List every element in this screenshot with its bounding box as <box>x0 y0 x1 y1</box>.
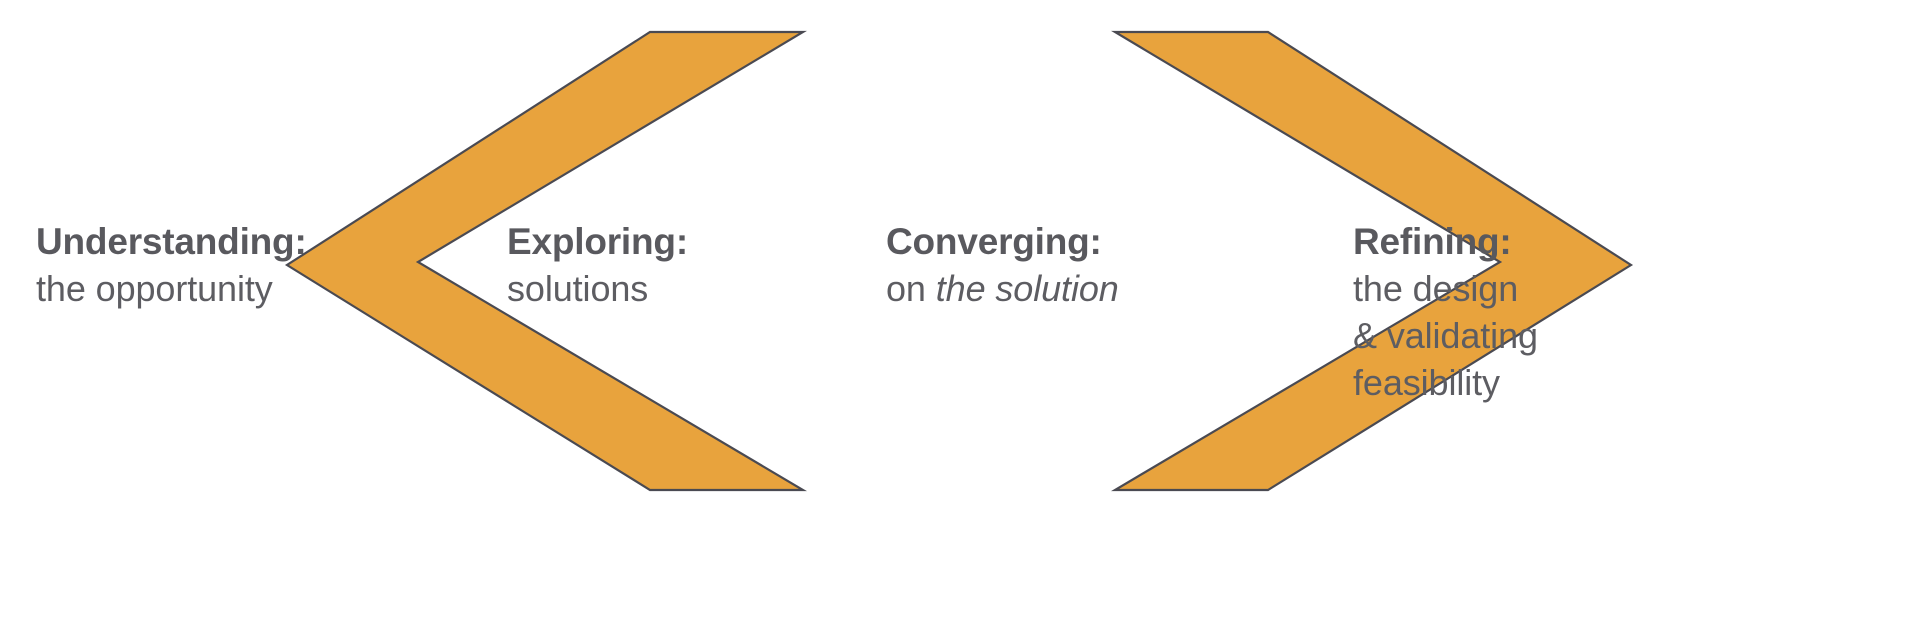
label-understanding-line-1: the opportunity <box>36 268 273 310</box>
label-refining-title: Refining: <box>1353 221 1512 262</box>
label-understanding: Understanding: the opportunity <box>36 218 307 313</box>
label-understanding-title: Understanding: <box>36 221 307 262</box>
label-converging-line-1: on the solution <box>886 266 1119 313</box>
label-exploring: Exploring: solutions <box>507 218 688 313</box>
label-exploring-line-1: solutions <box>507 268 649 310</box>
label-refining-line-3: feasibility <box>1353 361 1500 403</box>
label-converging-title: Converging: <box>886 221 1102 262</box>
label-refining-line-2: & validating <box>1353 314 1538 356</box>
right-chevron-shape <box>1110 30 1634 492</box>
left-chevron-shape <box>284 30 808 492</box>
label-refining: Refining: the design & validating feasib… <box>1353 218 1538 406</box>
label-exploring-title: Exploring: <box>507 221 688 262</box>
label-converging-prefix: on <box>886 268 936 310</box>
label-refining-line-1: the design <box>1353 268 1519 310</box>
label-converging-emphasis: the solution <box>935 268 1119 310</box>
label-converging: Converging: on the solution <box>886 218 1119 313</box>
